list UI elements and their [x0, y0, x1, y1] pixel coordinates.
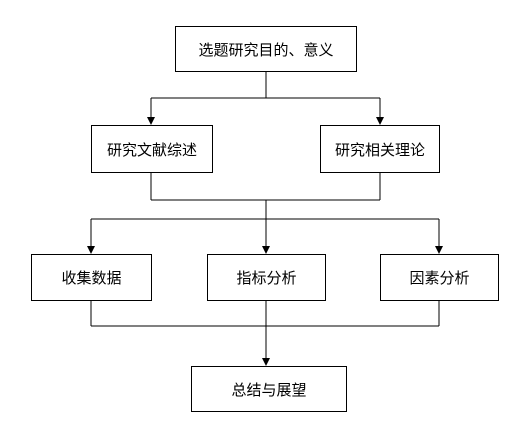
node-topic-label: 选题研究目的、意义: [198, 40, 334, 59]
node-indicator-analysis-label: 指标分析: [236, 269, 297, 287]
node-literature-review-label: 研究文献综述: [106, 140, 197, 159]
node-topic: 选题研究目的、意义: [175, 26, 357, 72]
node-factor-analysis-label: 因素分析: [409, 269, 470, 287]
node-factor-analysis: 因素分析: [380, 254, 499, 301]
node-summary-label: 总结与展望: [231, 380, 307, 399]
node-related-theory: 研究相关理论: [320, 125, 440, 173]
node-summary: 总结与展望: [191, 366, 347, 412]
node-related-theory-label: 研究相关理论: [334, 140, 425, 159]
node-data-collection-label: 收集数据: [61, 269, 122, 287]
node-literature-review: 研究文献综述: [91, 125, 213, 173]
node-indicator-analysis: 指标分析: [207, 254, 326, 301]
node-data-collection: 收集数据: [31, 254, 152, 301]
